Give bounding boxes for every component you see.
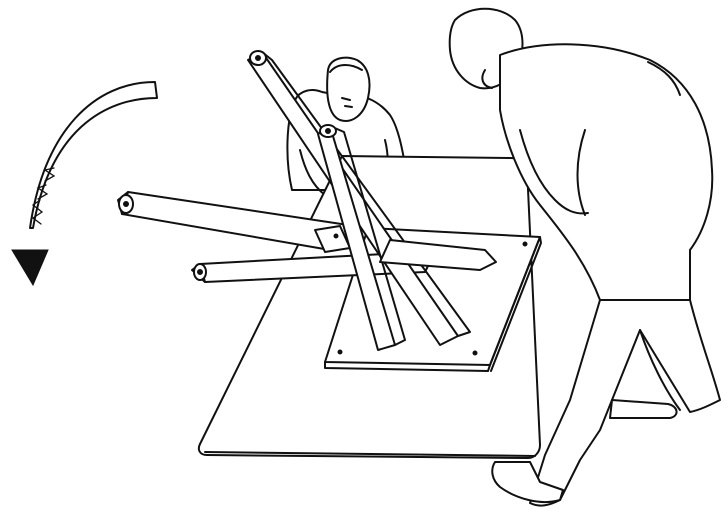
curved-arrow-icon xyxy=(12,82,157,285)
table-leg-upper-left xyxy=(118,192,352,252)
